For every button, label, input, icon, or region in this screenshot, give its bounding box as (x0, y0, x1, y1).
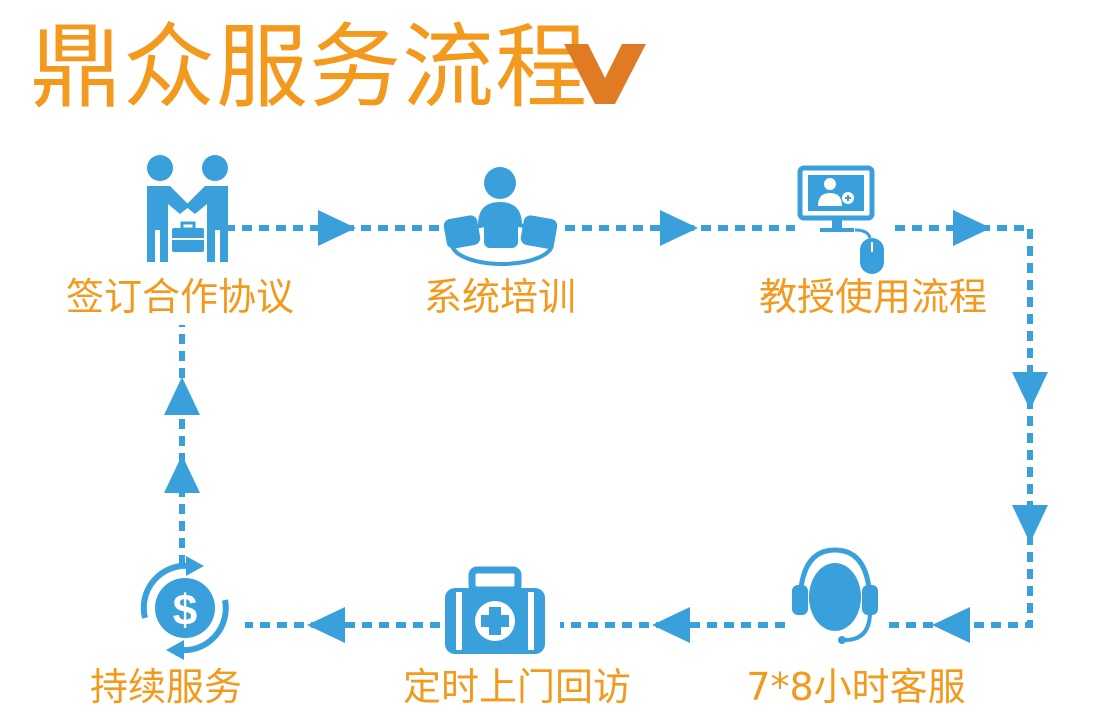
step-label-teach-usage: 教授使用流程 (758, 275, 988, 319)
step-label-system-training: 系统培训 (423, 275, 577, 319)
arrow-down-1 (1012, 372, 1048, 410)
arrow-left-2 (652, 607, 690, 643)
arrow-right-1 (318, 210, 356, 246)
headset-support-icon (792, 547, 878, 644)
arrow-up-1 (164, 455, 200, 493)
checkmark-icon (564, 44, 646, 104)
arrow-right-3 (953, 210, 991, 246)
step-label-ongoing-service: 持续服务 (89, 665, 243, 709)
medical-kit-icon (445, 566, 545, 654)
training-meeting-icon (443, 167, 558, 266)
step-label-sign-agreement: 签订合作协议 (65, 275, 295, 319)
arrow-right-2 (660, 210, 698, 246)
step-label-customer-service: 7*8小时客服 (746, 665, 966, 709)
flow-arrows (164, 210, 1048, 643)
svg-text:$: $ (173, 586, 197, 635)
page-title: 鼎众服务流程 (30, 14, 589, 121)
arrow-left-3 (307, 607, 345, 643)
computer-tutorial-icon (797, 165, 884, 274)
arrow-up-2 (164, 377, 200, 415)
step-label-regular-visit: 定时上门回访 (402, 665, 632, 709)
handshake-icon (147, 155, 228, 262)
arrow-down-2 (1012, 505, 1048, 543)
arrow-left-1 (932, 607, 970, 643)
dollar-cycle-icon: $ (140, 556, 229, 660)
